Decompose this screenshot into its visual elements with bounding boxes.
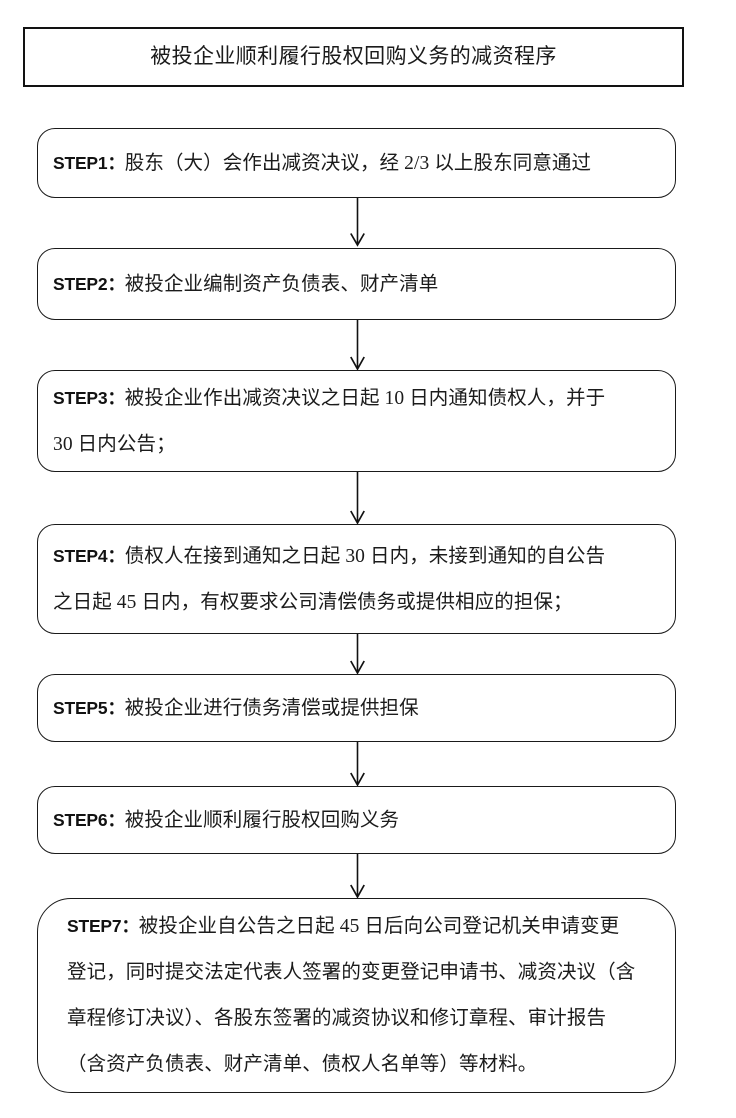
flow-node-step1-text: STEP1：股东（大）会作出减资决议，经 2/3 以上股东同意通过 [38,140,675,187]
flow-node-step2-line-0: STEP2：被投企业编制资产负债表、财产清单 [53,261,659,308]
flow-node-step3-text: STEP3：被投企业作出减资决议之日起 10 日内通知债权人，并于 30 日内公… [38,375,675,468]
flow-node-step7-line-3: （含资产负债表、财产清单、债权人名单等）等材料。 [67,1054,538,1075]
flow-node-step3[interactable]: STEP3：被投企业作出减资决议之日起 10 日内通知债权人，并于 30 日内公… [37,370,676,472]
flow-node-step3-line-0: STEP3：被投企业作出减资决议之日起 10 日内通知债权人，并于 [53,375,659,422]
flow-node-step7[interactable]: STEP7：被投企业自公告之日起 45 日后向公司登记机关申请变更 登记，同时提… [37,898,676,1093]
flow-node-step7-line-0: STEP7：被投企业自公告之日起 45 日后向公司登记机关申请变更 [67,903,659,950]
flow-node-step1-line-0: STEP1：股东（大）会作出减资决议，经 2/3 以上股东同意通过 [53,140,659,187]
step-body: 被投企业编制资产负债表、财产清单 [124,273,439,295]
step-body: 被投企业作出减资决议之日起 10 日内通知债权人，并于 [124,387,606,409]
flow-node-step6-line-0: STEP6：被投企业顺利履行股权回购义务 [53,797,659,844]
flow-node-step4-line-1: 之日起 45 日内，有权要求公司清偿债务或提供相应的担保； [53,591,573,613]
flow-node-step3-line-1: 30 日内公告； [53,433,176,455]
flow-node-step1[interactable]: STEP1：股东（大）会作出减资决议，经 2/3 以上股东同意通过 [37,128,676,198]
step-label: STEP6： [53,809,125,830]
flow-node-step4-text: STEP4：债权人在接到通知之日起 30 日内，未接到通知的自公告 之日起 45… [38,533,675,626]
flow-node-step6-text: STEP6：被投企业顺利履行股权回购义务 [38,797,675,844]
connector-step3-step4 [349,472,366,525]
step-body: 股东（大）会作出减资决议，经 2/3 以上股东同意通过 [124,152,592,174]
step-body: 被投企业进行债务清偿或提供担保 [124,697,419,719]
step-label: STEP5： [53,697,125,718]
step-label: STEP3： [53,387,125,408]
step-label: STEP7： [67,916,139,936]
flow-node-step6[interactable]: STEP6：被投企业顺利履行股权回购义务 [37,786,676,854]
connector-step4-step5 [349,634,366,675]
step-body: 被投企业自公告之日起 45 日后向公司登记机关申请变更 [138,916,620,937]
flow-node-step5-text: STEP5：被投企业进行债务清偿或提供担保 [38,685,675,732]
connector-step5-step6 [349,742,366,787]
connector-step6-step7 [349,854,366,899]
connector-step1-step2 [349,198,366,247]
step-body: 被投企业顺利履行股权回购义务 [124,809,400,831]
flow-node-step2[interactable]: STEP2：被投企业编制资产负债表、财产清单 [37,248,676,320]
flow-node-step4-line-0: STEP4：债权人在接到通知之日起 30 日内，未接到通知的自公告 [53,533,659,580]
connector-step2-step3 [349,320,366,371]
step-body: 债权人在接到通知之日起 30 日内，未接到通知的自公告 [124,545,606,567]
flow-node-step7-line-1: 登记，同时提交法定代表人签署的变更登记申请书、减资决议（含 [67,962,636,983]
flow-node-step7-line-2: 章程修订决议）、各股东签署的减资协议和修订章程、审计报告 [67,1008,607,1029]
step-label: STEP1： [53,152,125,173]
page-title: 被投企业顺利履行股权回购义务的减资程序 [150,44,557,69]
flow-node-step5[interactable]: STEP5：被投企业进行债务清偿或提供担保 [37,674,676,742]
step-label: STEP4： [53,545,125,566]
flow-node-step5-line-0: STEP5：被投企业进行债务清偿或提供担保 [53,685,659,732]
step-label: STEP2： [53,273,125,294]
flow-node-step7-text: STEP7：被投企业自公告之日起 45 日后向公司登记机关申请变更 登记，同时提… [38,903,675,1088]
flowchart-title-box: 被投企业顺利履行股权回购义务的减资程序 [23,27,684,87]
flow-node-step2-text: STEP2：被投企业编制资产负债表、财产清单 [38,261,675,308]
flow-node-step4[interactable]: STEP4：债权人在接到通知之日起 30 日内，未接到通知的自公告 之日起 45… [37,524,676,634]
